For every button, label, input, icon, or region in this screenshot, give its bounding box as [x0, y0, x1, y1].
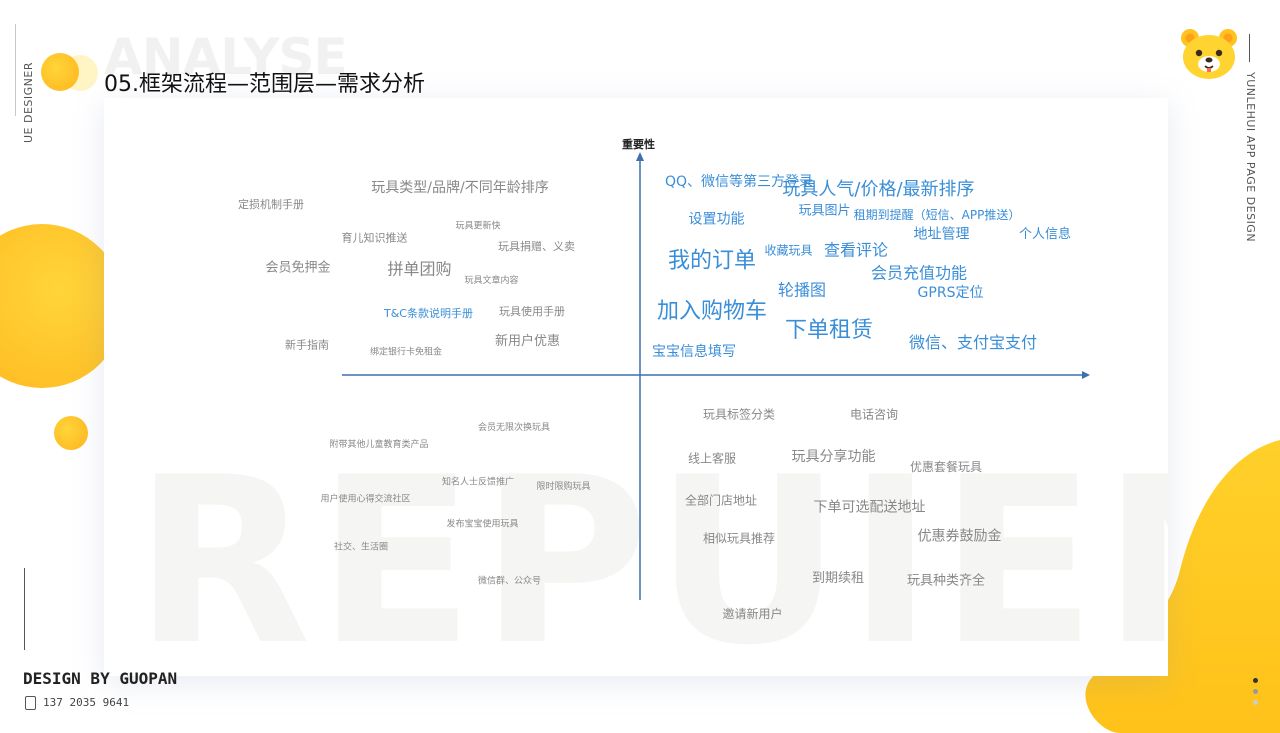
- requirement-label: 全部门店地址: [685, 493, 757, 508]
- requirement-label: 玩具人气/价格/最新排序: [782, 179, 974, 200]
- requirement-label: 下单租赁: [785, 318, 873, 343]
- requirement-label: 用户使用心得交流社区: [320, 492, 410, 504]
- y-axis-label: 重要性: [622, 137, 655, 151]
- page-title: 05.框架流程—范围层—需求分析: [104, 72, 425, 97]
- requirement-label: 绑定银行卡免租金: [370, 345, 442, 357]
- requirement-label: 玩具使用手册: [499, 304, 565, 318]
- requirement-label: 地址管理: [914, 226, 970, 242]
- requirement-label: 定损机制手册: [238, 197, 304, 211]
- priority-quadrant-chart: 重要性 玩具类型/品牌/不同年龄排序定损机制手册玩具更新快育儿知识推送玩具捐赠、…: [238, 137, 1090, 621]
- phone-icon: [25, 696, 36, 710]
- right-rule: [1249, 34, 1250, 62]
- requirement-label: 收藏玩具: [764, 244, 812, 258]
- background-title: ANALYSE: [104, 28, 348, 86]
- requirement-label: 新用户优惠: [495, 333, 560, 349]
- side-label-left: UE DESIGNER: [22, 62, 35, 143]
- decor-circle-small: [54, 416, 88, 450]
- requirement-label: 附带其他儿童教育类产品: [329, 438, 428, 450]
- requirement-label: 玩具类型/品牌/不同年龄排序: [371, 179, 548, 196]
- requirement-label: 个人信息: [1019, 226, 1071, 242]
- requirement-label: 设置功能: [689, 212, 745, 228]
- page-dot[interactable]: [1253, 689, 1258, 694]
- page-indicator: [1252, 678, 1260, 711]
- chart-panel: REPUIEM 重要性 玩具类型/品牌/不同年龄排序定损机制手册玩具更新快育儿知…: [104, 98, 1168, 676]
- requirement-label: 玩具种类齐全: [907, 572, 985, 588]
- left-rule-bottom: [24, 568, 25, 650]
- requirement-label: 查看评论: [824, 241, 888, 260]
- requirement-label: 下单可选配送地址: [814, 499, 926, 515]
- page-dot-active[interactable]: [1253, 678, 1258, 683]
- requirement-label: QQ、微信等第三方登录: [665, 173, 813, 190]
- footer-credit: DESIGN BY GUOPAN: [23, 669, 178, 688]
- requirement-label: 微信群、公众号: [478, 574, 541, 586]
- requirement-label: 育儿知识推送: [342, 231, 408, 245]
- requirement-label: 发布宝宝使用玩具: [446, 518, 518, 530]
- requirement-label: 社交、生活圈: [334, 541, 388, 553]
- requirement-label: 微信、支付宝支付: [909, 333, 1037, 352]
- requirement-label: 玩具捐赠、义卖: [498, 239, 575, 253]
- title-dot: [41, 53, 79, 91]
- requirement-label: 租期到提醒（短信、APP推送）: [854, 207, 1021, 222]
- requirement-label: 我的订单: [668, 249, 756, 274]
- footer-phone: 137 2035 9641: [43, 696, 130, 709]
- requirement-label: 玩具文章内容: [464, 274, 518, 286]
- bear-face-icon: [1181, 29, 1237, 79]
- requirement-label: 会员充值功能: [871, 264, 967, 283]
- left-rule-top: [15, 24, 16, 116]
- requirement-label: GPRS定位: [918, 285, 984, 301]
- requirement-label: 会员无限次换玩具: [478, 421, 550, 433]
- requirement-label: 宝宝信息填写: [652, 343, 736, 360]
- requirement-label: 新手指南: [285, 338, 329, 352]
- requirement-label: 线上客服: [688, 451, 736, 466]
- x-axis-arrow: [1082, 371, 1090, 379]
- requirement-label: 玩具分享功能: [792, 448, 876, 465]
- requirement-label: 会员免押金: [265, 259, 330, 275]
- requirement-label: 优惠券鼓励金: [918, 529, 1002, 545]
- requirement-label: T&C条款说明手册: [383, 306, 473, 320]
- requirement-label: 加入购物车: [657, 299, 767, 324]
- side-label-right: YUNLEHUI APP PAGE DESIGN: [1244, 72, 1257, 243]
- requirement-label: 拼单团购: [387, 260, 451, 279]
- requirement-label: 相似玩具推荐: [703, 531, 775, 545]
- requirement-label: 到期续租: [812, 571, 864, 586]
- requirement-label: 优惠套餐玩具: [910, 459, 982, 474]
- watermark-text: REPUIEM: [134, 429, 1168, 677]
- requirement-label: 玩具更新快: [455, 219, 500, 231]
- requirement-label: 电话咨询: [850, 406, 898, 421]
- requirement-label: 玩具标签分类: [703, 406, 775, 421]
- requirement-label: 玩具图片: [798, 204, 850, 219]
- requirement-label: 邀请新用户: [722, 606, 782, 621]
- page-dot[interactable]: [1253, 700, 1258, 705]
- requirement-label: 轮播图: [778, 281, 826, 300]
- requirement-label: 知名人士反馈推广: [442, 476, 514, 488]
- y-axis-arrow: [636, 152, 644, 161]
- requirement-label: 限时限购玩具: [536, 480, 590, 492]
